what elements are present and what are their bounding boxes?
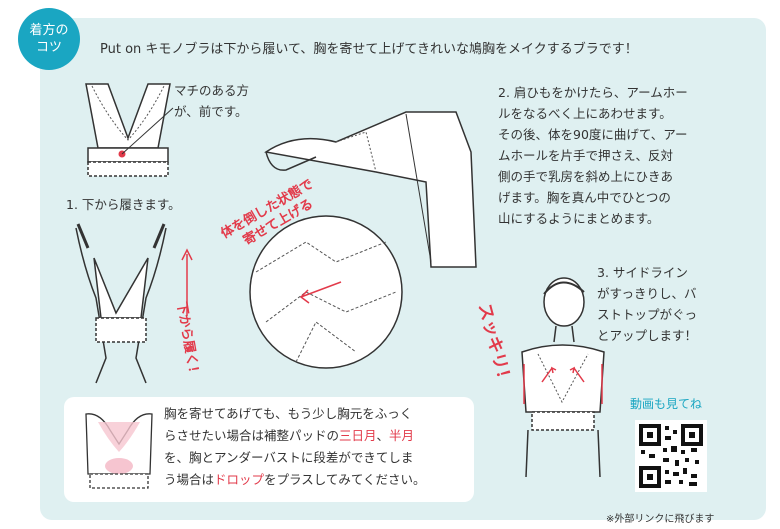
gusset-note: マチのある方 が、前です。 — [174, 80, 249, 122]
tip-line4: う場合はドロップをプラスしてみてください。 — [164, 469, 469, 491]
padding-illustration — [85, 413, 153, 489]
step2-line3: その後、体を90度に曲げて、アー — [498, 127, 688, 142]
step2-text: 2. 肩ひもをかけたら、アームホー ルをなるべく上にあわせます。 その後、体を9… — [498, 82, 688, 229]
result-figure-illustration — [521, 277, 605, 477]
step3-text: 3. サイドライン がすっきりし、バ ストトップがぐっ とアップします！ — [597, 262, 697, 346]
pad-drop-label: ドロップ — [214, 472, 265, 487]
step3-line3: ストトップがぐっ — [597, 307, 698, 322]
step3-line1: 3. サイドライン — [597, 265, 688, 280]
bending-over-illustration — [264, 111, 477, 268]
tip-line3: を、胸とアンダーバストに段差ができてしま — [164, 450, 414, 465]
video-qr-code[interactable] — [635, 420, 707, 492]
step1-text: 1. 下から履きます。 — [66, 197, 181, 212]
pad-half-moon-label: 半月 — [389, 428, 415, 443]
qr-code-icon — [639, 424, 703, 488]
step2-line2: ルをなるべく上にあわせます。 — [498, 106, 672, 121]
gusset-note-line1: マチのある方 — [174, 83, 250, 98]
badge-line1: 着方の — [29, 23, 69, 38]
tip-line2: らさせたい場合は補整パッドの三日月、半月 — [164, 425, 469, 447]
badge-line2: コツ — [35, 40, 62, 55]
step2-line5: 側の手で乳房を斜め上にひきあ — [498, 169, 674, 184]
external-link-note: ※外部リンクに飛びます — [606, 514, 715, 525]
step3-line2: がすっきりし、バ — [597, 286, 697, 301]
watch-video-label: 動画も見てね — [630, 397, 703, 411]
tip-line4-a: う場合は — [164, 472, 215, 487]
tip-line1: 胸を寄せてあげても、もう少し胸元をふっく — [164, 406, 413, 421]
stepping-in-illustration — [75, 223, 167, 384]
step2-line4: ムホールを片手で押さえ、反対 — [498, 148, 674, 163]
step2-line1: 2. 肩ひもをかけたら、アームホー — [498, 85, 688, 100]
step2-line6: げます。胸を真ん中でひとつの — [498, 190, 671, 205]
tip-line2-c: 、 — [376, 428, 390, 443]
tip-line2-a: らさせたい場合は補整パッドの — [164, 428, 340, 443]
tip-line4-c: をプラスしてみてください。 — [264, 472, 426, 487]
tip-text: 胸を寄せてあげても、もう少し胸元をふっく らさせたい場合は補整パッドの三日月、半… — [164, 403, 469, 491]
how-to-wear-badge: 着方の コツ — [18, 8, 80, 70]
step2-line7: 山にするようにまとめます。 — [498, 211, 660, 226]
gusset-note-line2: が、前です。 — [174, 104, 248, 119]
bra-gusset-illustration — [85, 83, 174, 177]
up-arrow-icon — [181, 248, 193, 316]
closeup-lace-illustration — [249, 215, 403, 369]
pad-crescent-label: 三日月 — [339, 428, 377, 443]
step3-line4: とアップします！ — [597, 328, 698, 343]
intro-text: Put on キモノブラは下から履いて、胸を寄せて上げてきれいな鳩胸をメイクする… — [100, 42, 638, 57]
